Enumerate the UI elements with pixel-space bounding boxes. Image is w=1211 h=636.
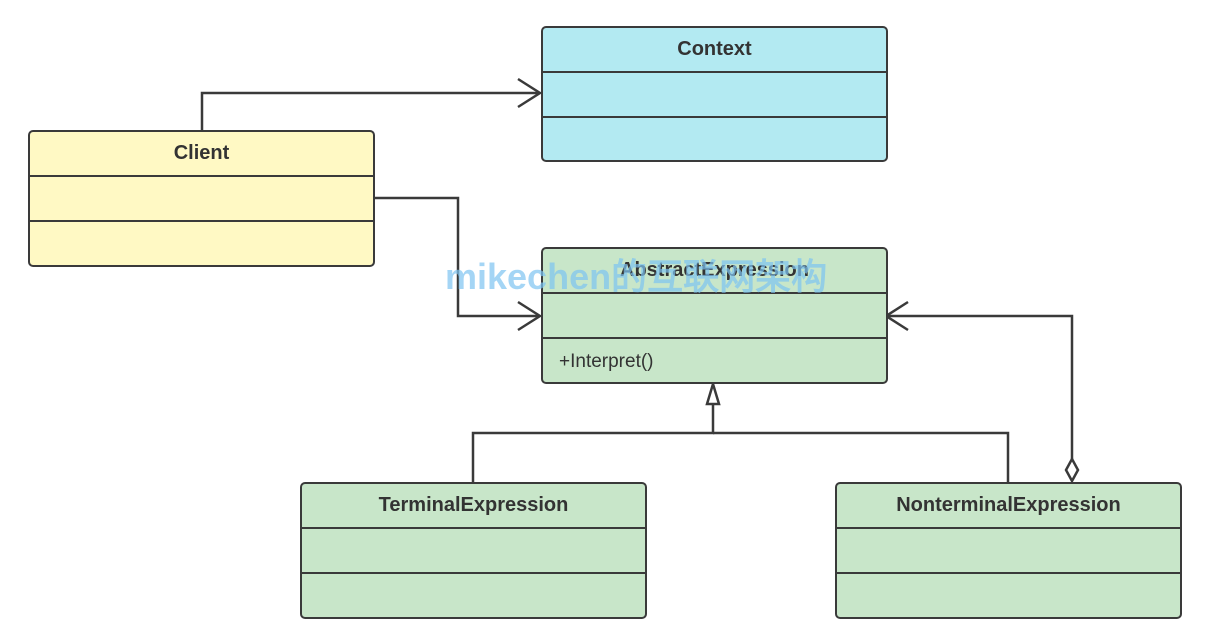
terminal-generalization-line <box>471 404 715 483</box>
terminal-expression-class-name: TerminalExpression <box>302 484 645 529</box>
client-abstract-arrowhead <box>517 300 543 332</box>
nonterminal-expression-operations <box>837 574 1180 617</box>
nonterminal-generalization-line <box>713 431 1010 483</box>
abstract-expression-attributes <box>543 294 886 339</box>
terminal-expression-operations <box>302 574 645 617</box>
client-abstract-association-line <box>375 196 540 318</box>
context-operations <box>543 118 886 160</box>
context-class[interactable]: Context <box>541 26 888 162</box>
aggregation-diamond <box>1064 456 1080 484</box>
client-class[interactable]: Client <box>28 130 375 267</box>
context-attributes <box>543 73 886 118</box>
client-operations <box>30 222 373 265</box>
aggregation-line <box>886 314 1074 459</box>
generalization-triangle <box>705 379 721 406</box>
nonterminal-expression-class-name: NonterminalExpression <box>837 484 1180 529</box>
terminal-expression-attributes <box>302 529 645 574</box>
client-attributes <box>30 177 373 222</box>
nonterminal-expression-class[interactable]: NonterminalExpression <box>835 482 1182 619</box>
abstract-expression-class-name: AbstractExpression <box>543 249 886 294</box>
terminal-expression-class[interactable]: TerminalExpression <box>300 482 647 619</box>
interpret-operation: +Interpret() <box>559 350 654 372</box>
nonterminal-expression-attributes <box>837 529 1180 574</box>
client-context-arrowhead <box>517 77 543 109</box>
context-class-name: Context <box>543 28 886 73</box>
abstract-expression-class[interactable]: AbstractExpression +Interpret() <box>541 247 888 384</box>
client-class-name: Client <box>30 132 373 177</box>
client-context-association-line <box>200 91 540 131</box>
